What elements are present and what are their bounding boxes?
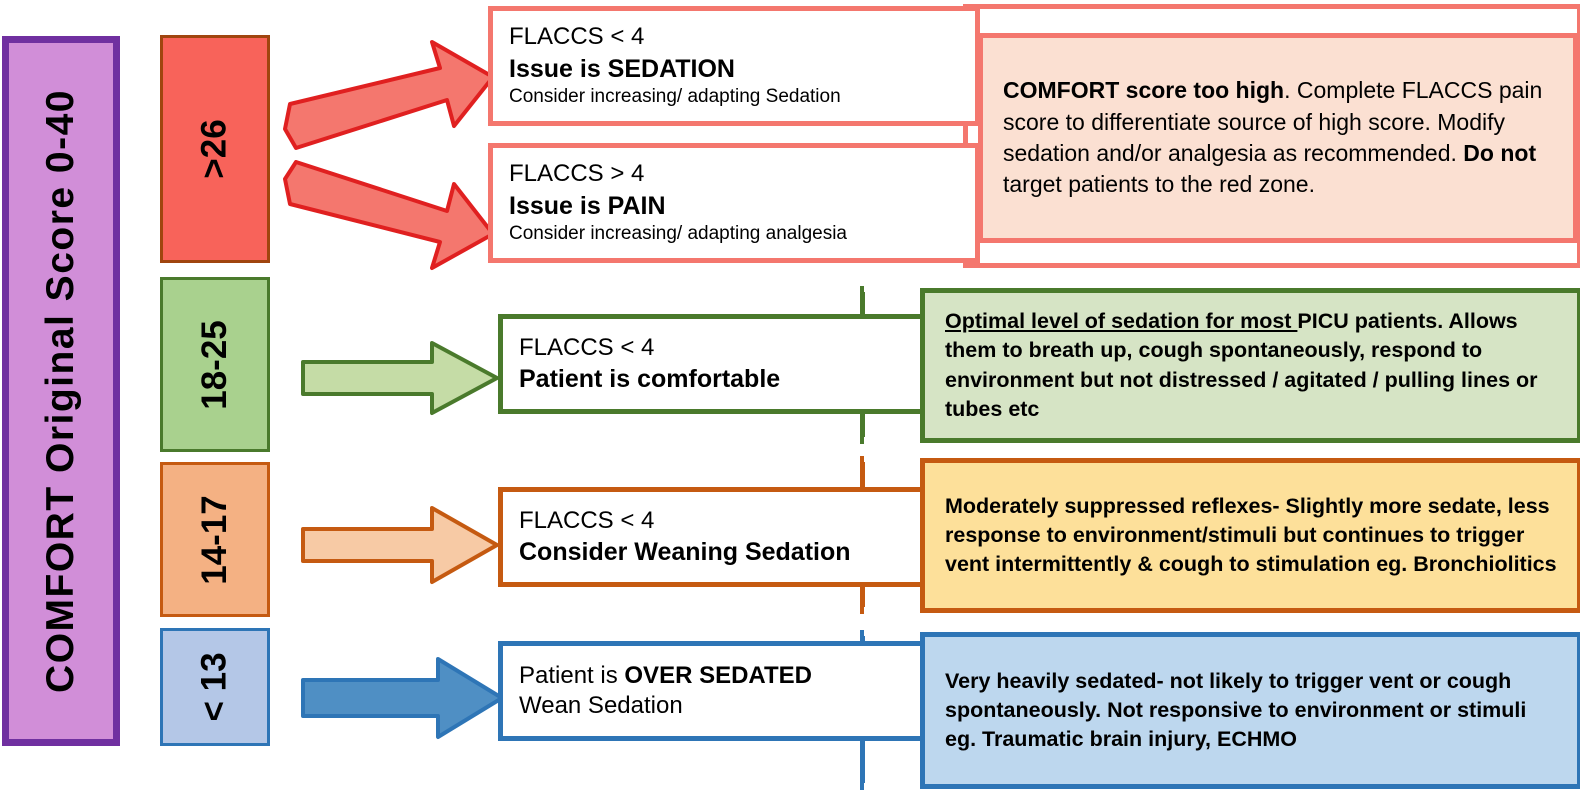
- outcome-weaning-flaccs: FLACCS < 4: [519, 506, 655, 534]
- score-range-orange-label: 14-17: [195, 494, 234, 585]
- score-range-blue[interactable]: < 13: [160, 628, 270, 746]
- score-range-green-label: 18-25: [195, 319, 234, 410]
- description-panel-green[interactable]: Optimal level of sedation for most PICU …: [920, 288, 1580, 443]
- comfort-score-banner: COMFORT Original Score 0-40: [2, 36, 120, 746]
- green-arrow-icon: [301, 341, 499, 415]
- description-blue-text: Very heavily sedated- not likely to trig…: [945, 668, 1527, 752]
- outcome-box-comfortable[interactable]: FLACCS < 4 Patient is comfortable: [498, 314, 938, 414]
- score-range-red[interactable]: >26: [160, 35, 270, 263]
- description-green-underlined: Optimal level of sedation for most: [945, 309, 1298, 334]
- description-green-text: Optimal level of sedation for most PICU …: [945, 307, 1559, 424]
- score-range-green[interactable]: 18-25: [160, 277, 270, 452]
- description-red-bold1: COMFORT score too high: [1003, 77, 1285, 104]
- outcome-sedation-advice: Consider increasing/ adapting Sedation: [509, 86, 841, 108]
- outcome-sedation-issue: Issue is SEDATION: [509, 55, 735, 84]
- outcome-comfortable-status: Patient is comfortable: [519, 365, 781, 394]
- outcome-weaning-action: Consider Weaning Sedation: [519, 538, 851, 567]
- outcome-oversedated-status: Patient is OVER SEDATED: [519, 660, 933, 691]
- description-orange-text: Moderately suppressed reflexes- Slightly…: [945, 493, 1557, 577]
- outcome-pain-issue: Issue is PAIN: [509, 192, 666, 221]
- description-red-text: COMFORT score too high. Complete FLACCS …: [1003, 75, 1555, 200]
- outcome-pain-advice: Consider increasing/ adapting analgesia: [509, 223, 848, 245]
- outcome-box-weaning[interactable]: FLACCS < 4 Consider Weaning Sedation: [498, 487, 938, 587]
- outcome-oversedated-emphasis: OVER SEDATED: [624, 662, 812, 690]
- description-panel-orange[interactable]: Moderately suppressed reflexes- Slightly…: [920, 458, 1580, 613]
- outcome-comfortable-flaccs: FLACCS < 4: [519, 333, 655, 361]
- outcome-pain-flaccs: FLACCS > 4: [509, 160, 645, 188]
- description-green-body: PICU patients. Allows them to breath up,…: [945, 309, 1538, 421]
- outcome-box-oversedated[interactable]: Patient is OVER SEDATED Wean Sedation: [498, 641, 938, 741]
- orange-arrow-icon: [301, 506, 499, 584]
- comfort-score-banner-label: COMFORT Original Score 0-40: [39, 89, 83, 693]
- outcome-box-pain[interactable]: FLACCS > 4 Issue is PAIN Consider increa…: [488, 143, 980, 263]
- red-arrow-down-icon: [283, 160, 495, 270]
- description-panel-red[interactable]: COMFORT score too high. Complete FLACCS …: [978, 33, 1578, 243]
- outcome-oversedated-action: Wean Sedation: [519, 692, 683, 720]
- outcome-sedation-flaccs: FLACCS < 4: [509, 23, 645, 51]
- red-arrow-up-icon: [283, 40, 495, 150]
- outcome-oversedated-prefix: Patient is: [519, 662, 625, 690]
- score-range-red-label: >26: [195, 119, 234, 179]
- blue-arrow-icon: [301, 657, 504, 739]
- description-red-body2: target patients to the red zone.: [1003, 171, 1315, 198]
- outcome-box-sedation[interactable]: FLACCS < 4 Issue is SEDATION Consider in…: [488, 6, 980, 126]
- score-range-orange[interactable]: 14-17: [160, 462, 270, 617]
- description-panel-blue[interactable]: Very heavily sedated- not likely to trig…: [920, 632, 1580, 789]
- description-red-body1: . Complete FLACCS pain score to differen…: [1003, 77, 1543, 166]
- score-range-blue-label: < 13: [194, 652, 234, 722]
- description-red-bold2: Do not: [1463, 140, 1537, 166]
